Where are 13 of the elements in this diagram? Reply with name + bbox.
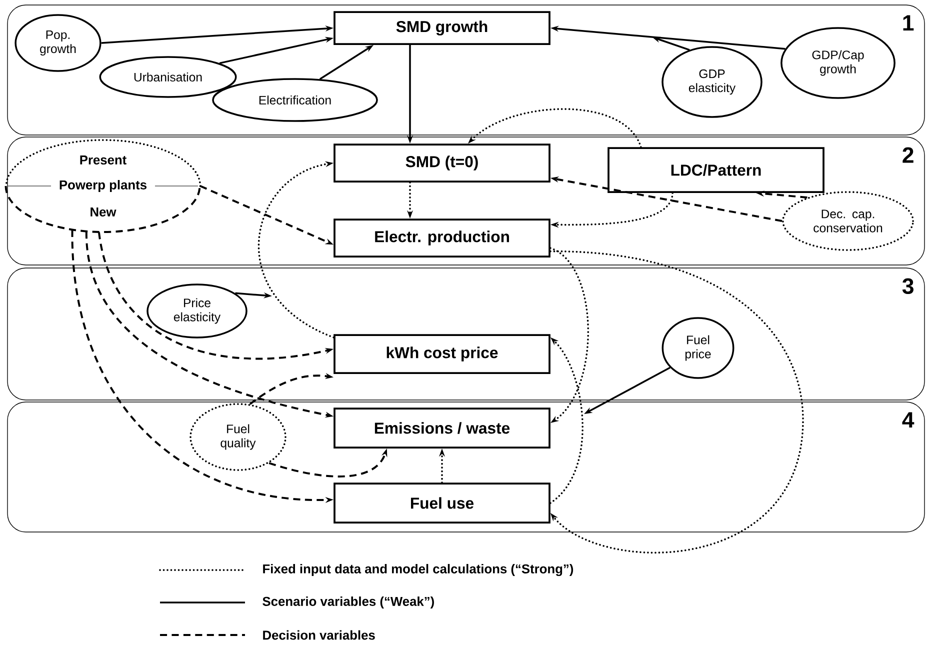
process-box: LDC/Pattern [608,147,824,193]
arrow [258,161,334,338]
process-box: SMD growth [334,11,550,45]
legend-text: Fixed input data and model calculations (“Strong”) [263,564,574,576]
process-box: kWh cost price [334,334,550,374]
process-box: Electr. production [334,218,550,258]
arrow [550,247,590,423]
legend-text: Scenario variables (“Weak”) [262,596,434,608]
process-box: SMD (t=0) [334,144,550,182]
arrow [550,250,804,554]
process-box: Fuel use [334,482,550,524]
legend-text: Decision variables [263,630,375,640]
process-box: Emissions / waste [334,408,550,448]
